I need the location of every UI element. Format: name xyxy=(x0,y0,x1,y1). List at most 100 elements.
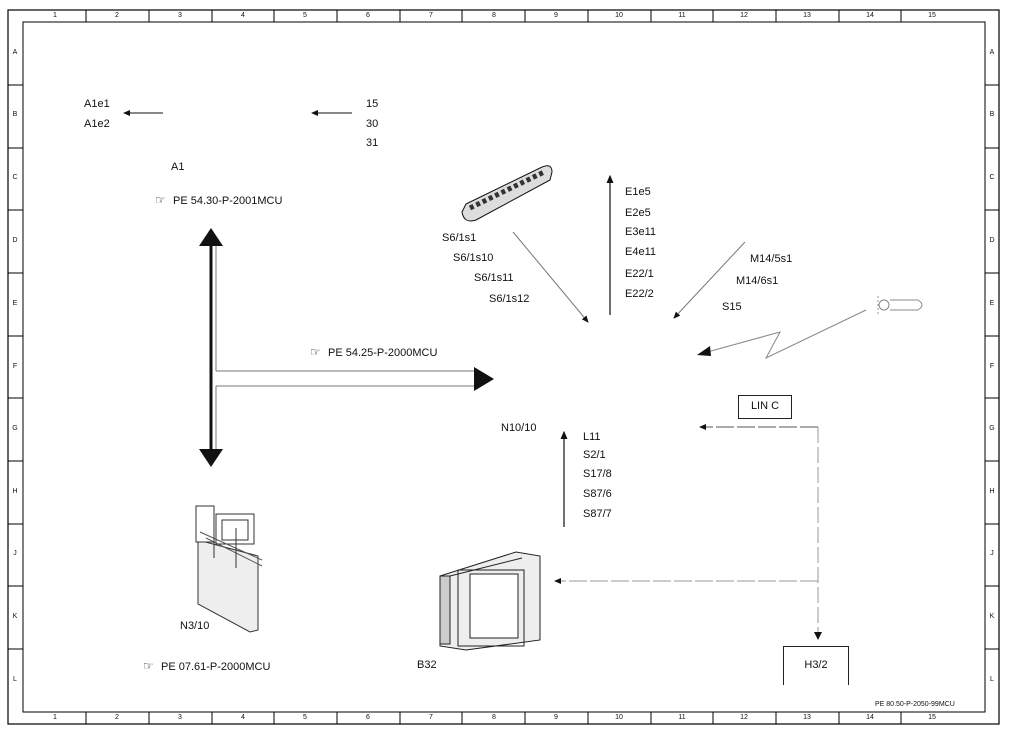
label-s87-7[interactable]: S87/7 xyxy=(583,508,612,520)
row-label: E xyxy=(12,300,18,307)
row-label: D xyxy=(989,237,995,244)
pointing-hand-icon: ☞ xyxy=(155,193,166,207)
col-label: 12 xyxy=(740,714,748,721)
reference-pe0761[interactable]: ☞PE 07.61-P-2000MCU xyxy=(143,659,271,673)
row-label: K xyxy=(989,613,995,620)
row-label: J xyxy=(13,550,17,557)
col-label: 6 xyxy=(366,714,370,721)
reference-pe5430[interactable]: ☞PE 54.30-P-2001MCU xyxy=(155,193,283,207)
label-s2-1[interactable]: S2/1 xyxy=(583,449,606,461)
row-label: K xyxy=(12,613,18,620)
outer-frame xyxy=(7,9,1000,725)
col-label: 10 xyxy=(615,714,623,721)
sensor-icon xyxy=(439,551,541,651)
col-label: 15 xyxy=(928,714,936,721)
col-label: 7 xyxy=(429,714,433,721)
row-label: A xyxy=(12,49,18,56)
label-s6-1s11[interactable]: S6/1s11 xyxy=(474,272,514,284)
bus-arrow-up xyxy=(199,228,223,246)
col-label: 1 xyxy=(53,12,57,19)
col-label: 12 xyxy=(740,12,748,19)
inner-frame xyxy=(22,21,986,713)
col-label: 9 xyxy=(554,714,558,721)
label-e4e11[interactable]: E4e11 xyxy=(625,246,656,258)
label-e1e5[interactable]: E1e5 xyxy=(625,186,651,198)
col-label: 5 xyxy=(303,12,307,19)
row-label: L xyxy=(13,676,17,683)
col-label: 15 xyxy=(928,12,936,19)
col-label: 2 xyxy=(115,12,119,19)
col-label: 4 xyxy=(241,12,245,19)
row-label: F xyxy=(12,363,18,370)
row-label: C xyxy=(12,174,18,181)
switch-block-icon xyxy=(461,165,553,222)
col-label: 6 xyxy=(366,12,370,19)
row-label: G xyxy=(989,425,995,432)
col-label: 1 xyxy=(53,714,57,721)
label-s6-1s12[interactable]: S6/1s12 xyxy=(489,293,530,305)
label-e3e11[interactable]: E3e11 xyxy=(625,226,656,238)
label-s17-8[interactable]: S17/8 xyxy=(583,468,612,480)
label-s87-6[interactable]: S87/6 xyxy=(583,488,612,500)
col-label: 11 xyxy=(678,12,686,19)
col-label: 3 xyxy=(178,12,182,19)
row-ticks xyxy=(8,84,999,650)
column-ticks xyxy=(85,10,902,724)
radio-link xyxy=(699,309,867,360)
lin-c-box[interactable]: LIN C xyxy=(738,395,792,419)
row-label: B xyxy=(12,111,18,118)
row-label: H xyxy=(12,488,18,495)
col-label: 7 xyxy=(429,12,433,19)
col-label: 13 xyxy=(803,714,811,721)
label-terminal-15: 15 xyxy=(366,98,379,110)
pointing-hand-icon: ☞ xyxy=(310,345,321,359)
label-a1e2[interactable]: A1e2 xyxy=(84,118,110,130)
col-label: 3 xyxy=(178,714,182,721)
col-label: 5 xyxy=(303,714,307,721)
col-label: 14 xyxy=(866,12,874,19)
col-label: 8 xyxy=(492,714,496,721)
label-e22-2[interactable]: E22/2 xyxy=(625,288,654,300)
col-label: 9 xyxy=(554,12,558,19)
label-e2e5[interactable]: E2e5 xyxy=(625,207,651,219)
col-label: 10 xyxy=(615,12,623,19)
row-label: E xyxy=(989,300,995,307)
reference-pe5425[interactable]: ☞PE 54.25-P-2000MCU xyxy=(310,345,438,359)
label-terminal-30: 30 xyxy=(366,118,379,130)
col-label: 2 xyxy=(115,714,119,721)
col-label: 11 xyxy=(678,714,686,721)
bus-arrow-down xyxy=(199,449,223,467)
row-label: A xyxy=(989,49,995,56)
label-e22-1[interactable]: E22/1 xyxy=(625,268,654,280)
label-s6-1s10[interactable]: S6/1s10 xyxy=(453,252,494,264)
label-n3-10[interactable]: N3/10 xyxy=(180,620,210,632)
arrow-switch xyxy=(512,231,589,323)
row-label: D xyxy=(12,237,18,244)
col-label: 4 xyxy=(241,714,245,721)
label-m14-6s1[interactable]: M14/6s1 xyxy=(736,275,779,287)
pointing-hand-icon: ☞ xyxy=(143,659,154,673)
label-l11[interactable]: L11 xyxy=(583,431,601,443)
row-label: J xyxy=(990,550,994,557)
row-label: L xyxy=(990,676,994,683)
h3-2-box[interactable]: H3/2 xyxy=(783,646,849,685)
row-label: B xyxy=(989,111,995,118)
arrow-roof xyxy=(673,241,746,319)
label-b32[interactable]: B32 xyxy=(417,659,437,671)
row-label: C xyxy=(989,174,995,181)
label-n10-10[interactable]: N10/10 xyxy=(501,422,537,434)
bus-arrow-right xyxy=(474,367,494,391)
label-s6-1s1[interactable]: S6/1s1 xyxy=(442,232,477,244)
col-label: 13 xyxy=(803,12,811,19)
label-m14-5s1[interactable]: M14/5s1 xyxy=(750,253,793,265)
row-label: G xyxy=(12,425,18,432)
control-unit-icon xyxy=(195,505,263,633)
sliding-roof-icon xyxy=(877,296,923,314)
label-a1[interactable]: A1 xyxy=(171,161,185,173)
label-s15[interactable]: S15 xyxy=(722,301,742,313)
label-a1e1[interactable]: A1e1 xyxy=(84,98,110,110)
col-label: 14 xyxy=(866,714,874,721)
col-label: 8 xyxy=(492,12,496,19)
